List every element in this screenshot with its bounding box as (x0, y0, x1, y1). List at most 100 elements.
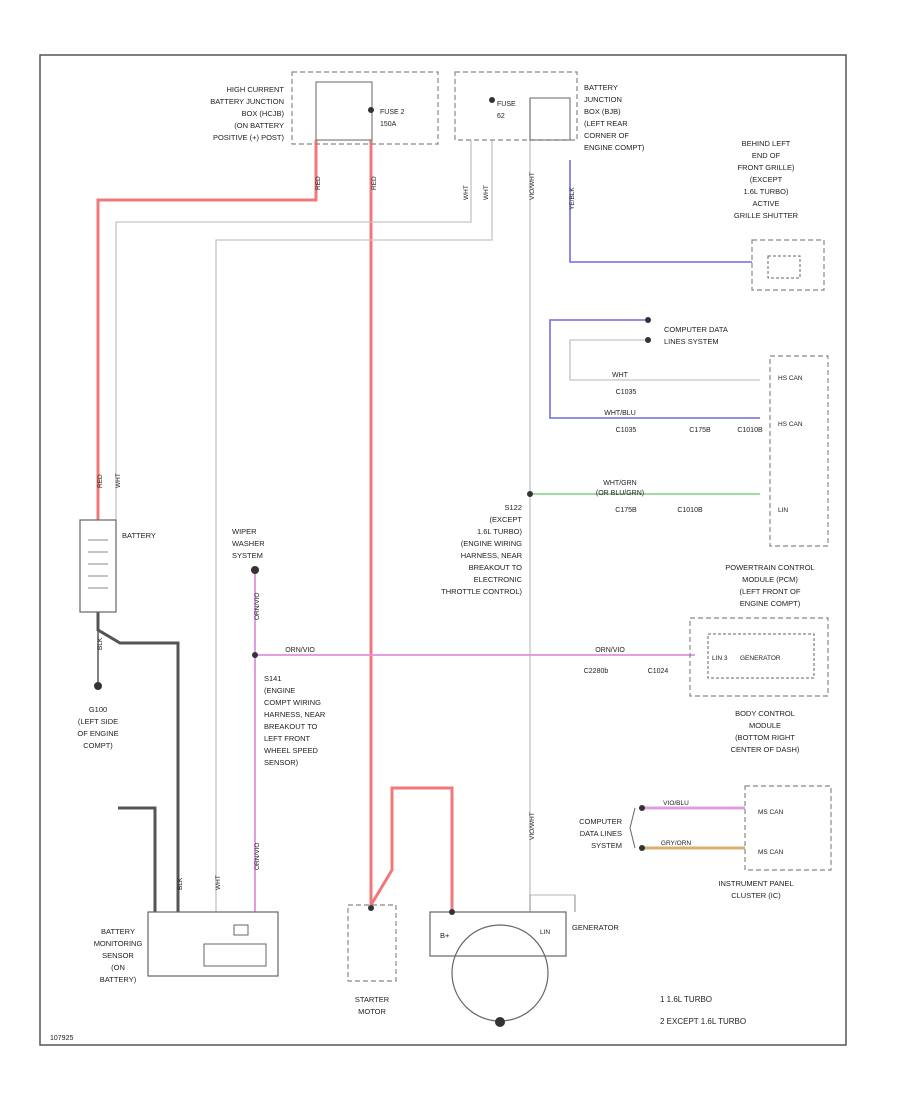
ground-label-3: COMPT) (83, 741, 113, 750)
hcjb-label-4: POSITIVE (+) POST) (213, 133, 285, 142)
wire-label-red-2: RED (371, 176, 378, 190)
comp-data-terminal-2 (645, 337, 651, 343)
comp-data-terminal-1 (645, 317, 651, 323)
hcjb-label-0: HIGH CURRENT (227, 85, 285, 94)
wire-generator-b-plus (369, 786, 454, 912)
connector-2: C175B (689, 427, 711, 434)
connector-6: C2280b (584, 668, 609, 675)
bjb-fuse-label-1: 62 (497, 113, 505, 120)
pcm-label-3: ENGINE COMPT) (740, 599, 801, 608)
generator-label: GENERATOR (572, 923, 619, 932)
wire-label-orn-1: ORN/VIO (285, 647, 315, 654)
splice-s122 (527, 491, 533, 497)
bcm-label-3: CENTER OF DASH) (731, 745, 800, 754)
bms-label-1: MONITORING (94, 939, 143, 948)
grille-label-1: END OF (752, 151, 781, 160)
hcjb-label-3: (ON BATTERY (234, 121, 284, 130)
bms-label-4: BATTERY) (100, 975, 137, 984)
bms-label-0: BATTERY (101, 927, 135, 936)
grille-label-3: (EXCEPT (750, 175, 783, 184)
starter-box (347, 904, 397, 982)
wire-label-wht-3: WHT (483, 185, 490, 200)
pcm-label-2: (LEFT FRONT OF (740, 587, 801, 596)
bms-body (147, 911, 279, 977)
s141-label-0: S141 (264, 674, 282, 683)
grille-label-4: 1.6L TURBO) (743, 187, 789, 196)
bcm-box (689, 617, 829, 697)
battery-body (79, 519, 117, 613)
starter-label-0: STARTER (355, 995, 390, 1004)
wire-label-wht-1: WHT (115, 473, 122, 488)
bjb-label-5: ENGINE COMPT) (584, 143, 645, 152)
s122-label-7: THROTTLE CONTROL) (441, 587, 522, 596)
comp-data2-label-0: COMPUTER (579, 817, 623, 826)
generator-b-terminal (449, 909, 455, 915)
ground-label-0: G100 (89, 705, 107, 714)
wiper-label-1: WASHER (232, 539, 265, 548)
wire-label-wht-4: WHT (215, 875, 222, 890)
s141-label-5: LEFT FRONT (264, 734, 311, 743)
s141-label-1: (ENGINE (264, 686, 295, 695)
ground-label-2: OF ENGINE (77, 729, 118, 738)
wire-label-orn-2: ORN/VIO (595, 647, 625, 654)
grille-label-6: GRILLE SHUTTER (734, 211, 799, 220)
s141-label-7: SENSOR) (264, 758, 299, 767)
ground-label-1: (LEFT SIDE (78, 717, 118, 726)
wire-label-vio-blu: VIO/BLU (663, 800, 689, 807)
hcjb-label-2: BOX (HCJB) (241, 109, 284, 118)
wire-wht-to-battery (115, 140, 472, 520)
generator-lin-label: LIN (540, 929, 550, 936)
grille-label-0: BEHIND LEFT (742, 139, 791, 148)
connector-5: C1010B (677, 507, 703, 514)
grille-label-5: ACTIVE (752, 199, 779, 208)
connector-4: C175B (615, 507, 637, 514)
pcm-pin-0: HS CAN (778, 375, 803, 382)
wire-label-wht-grn: WHT/GRN (603, 480, 636, 487)
s122-label-4: HARNESS, NEAR (461, 551, 523, 560)
generator-body (451, 924, 549, 1022)
bms-label-3: (ON (111, 963, 125, 972)
pcm-pin-1: HS CAN (778, 421, 803, 428)
pcm-box (769, 355, 829, 547)
bjb-box (454, 71, 578, 141)
diagram-frame (39, 54, 847, 1046)
bjb-label-3: (LEFT REAR (584, 119, 628, 128)
s141-label-2: COMPT WIRING (264, 698, 321, 707)
comp-data1-label-0: COMPUTER DATA (664, 325, 728, 334)
active-grille-inner (767, 255, 801, 279)
comp-data2-bracket (629, 807, 636, 849)
bjb-fuse-label-0: FUSE (497, 101, 516, 108)
comp-data2-label-1: DATA LINES (580, 829, 622, 838)
generator-lin-bracket (529, 895, 576, 912)
wire-label-ve-wht-2: VIO/WHT (529, 812, 536, 840)
s122-label-5: BREAKOUT TO (469, 563, 523, 572)
wire-battery-positive (96, 140, 318, 520)
s122-label-1: (EXCEPT (489, 515, 522, 524)
comp-data1-label-1: LINES SYSTEM (664, 337, 719, 346)
bcm-label-0: BODY CONTROL (735, 709, 795, 718)
pcm-label-0: POWERTRAIN CONTROL (725, 563, 814, 572)
wire-hs-can-blu (549, 319, 760, 419)
grille-label-2: FRONT GRILLE) (738, 163, 795, 172)
wiper-label-2: SYSTEM (232, 551, 263, 560)
wire-generator-lin (529, 100, 575, 896)
generator-header (429, 911, 567, 957)
legend-item-1: 1 1.6L TURBO (660, 995, 712, 1004)
fuse2-label-1: 150A (380, 121, 397, 128)
fuse2-terminal (368, 107, 374, 113)
bjb-label-1: JUNCTION (584, 95, 622, 104)
wiper-label-0: WIPER (232, 527, 257, 536)
comp-data2-terminal-2 (639, 845, 645, 851)
comp-data2-terminal-1 (639, 805, 645, 811)
bms-inner (203, 943, 267, 967)
comp-data2-label-2: SYSTEM (591, 841, 622, 850)
s141-label-4: BREAKOUT TO (264, 722, 318, 731)
wire-label-wht-blu: WHT/BLU (604, 410, 636, 417)
connector-0: C1035 (616, 389, 637, 396)
bcm-inner (707, 633, 815, 679)
wire-battery-ground (96, 612, 180, 912)
ipc-box (744, 785, 832, 871)
hcjb-label-1: BATTERY JUNCTION (210, 97, 284, 106)
wire-active-grille (569, 160, 752, 263)
hcjb-box (291, 71, 439, 145)
